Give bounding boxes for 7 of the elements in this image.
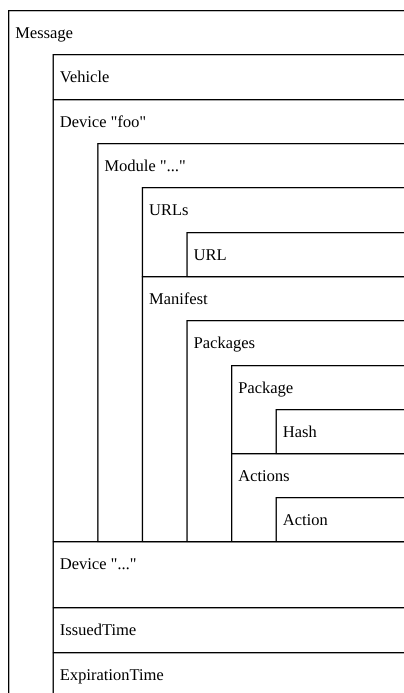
nested-box: Hash: [276, 409, 404, 454]
nested-box: Action: [276, 497, 404, 542]
nested-box: Vehicle: [52, 54, 404, 100]
nested-box: Device "...": [52, 541, 404, 608]
nested-box: ExpirationTime: [52, 652, 404, 693]
nested-box: URL: [186, 232, 404, 278]
nested-box: IssuedTime: [52, 607, 404, 654]
